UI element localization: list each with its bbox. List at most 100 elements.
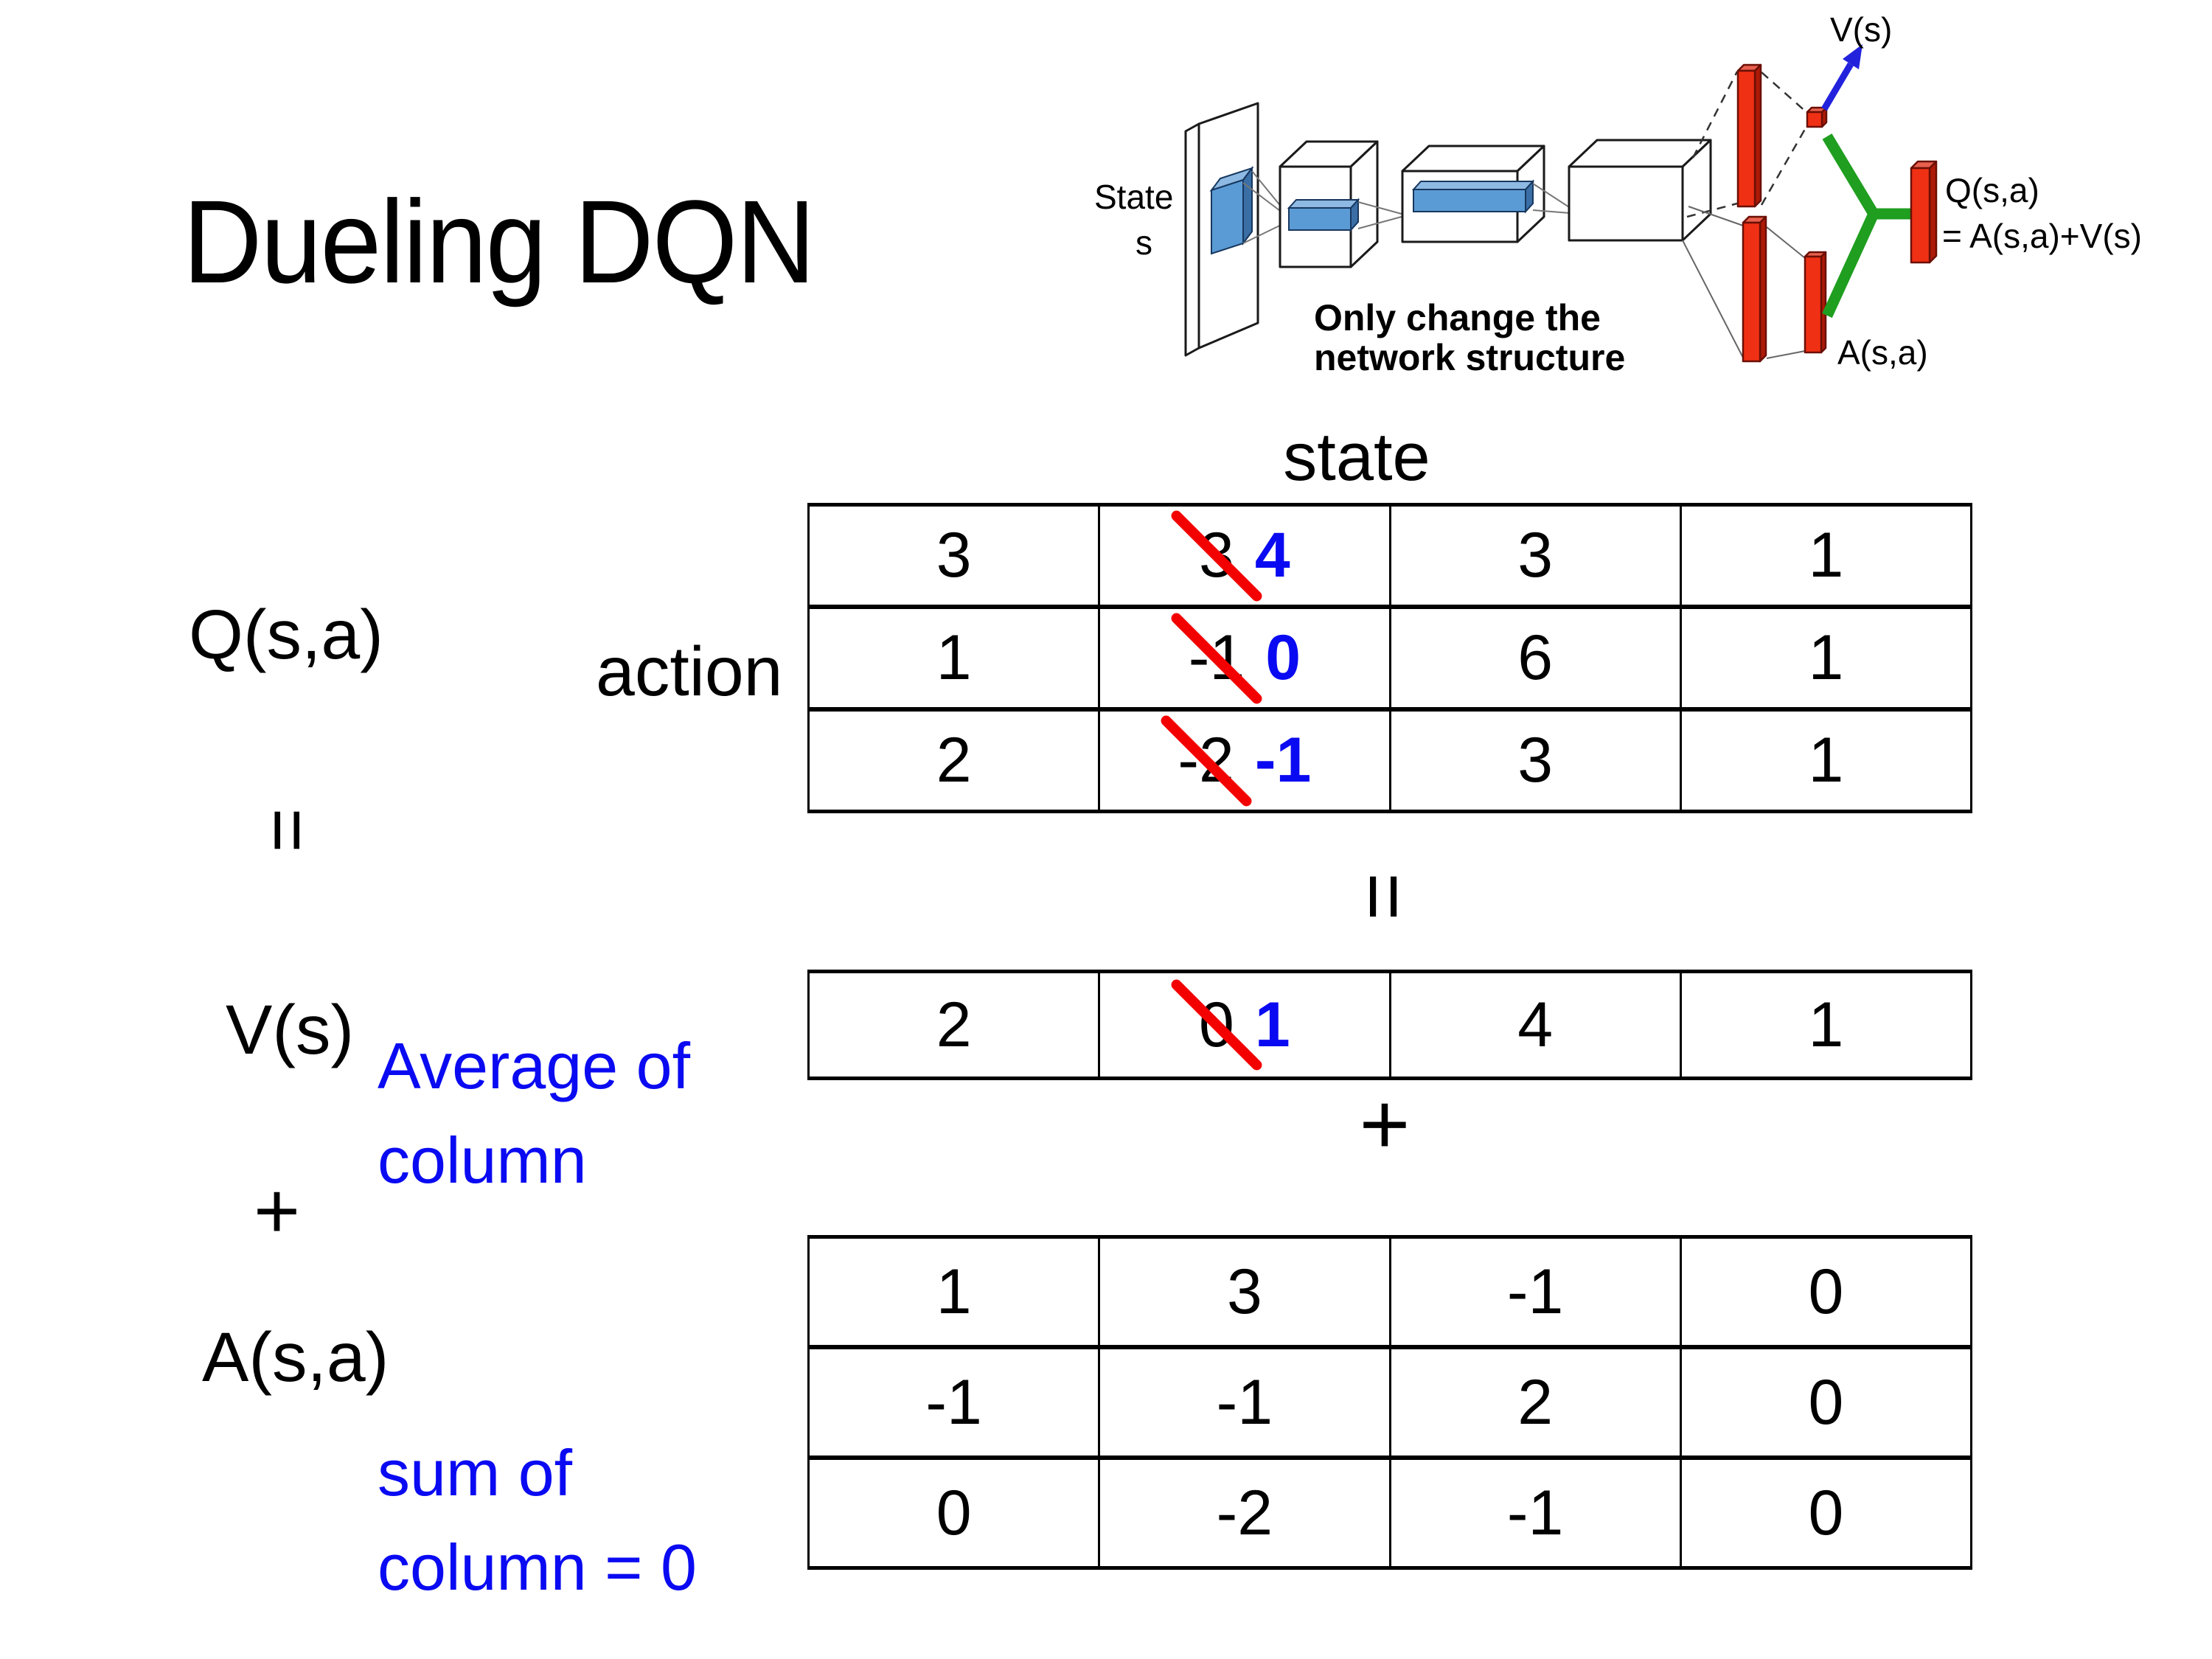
page-title: Dueling DQN (183, 175, 815, 307)
cell-value: 2 (1517, 1366, 1554, 1438)
cell-value: -1 (925, 1366, 982, 1438)
plus-sign-middle: + (1359, 1076, 1411, 1173)
table-cell: 0 (1682, 1239, 1970, 1345)
table-cell: 1 (810, 1239, 1101, 1345)
equals-sign-left: = (245, 807, 331, 853)
diagram-note-line2: network structure (1314, 337, 1625, 378)
table-cell: 1 (1682, 712, 1970, 810)
table-row: -1 -1 2 0 (810, 1349, 1970, 1460)
cell-value: 0 (1808, 1256, 1844, 1327)
cell-value: 3 (1517, 520, 1554, 591)
conv-cone-lines-2 (1357, 201, 1408, 229)
advantage-stream-lines (1682, 206, 1806, 359)
advantage-vector-bar (1804, 251, 1827, 354)
table-row: 0 -2 -1 0 (810, 1460, 1970, 1566)
table-cell: 3 (810, 507, 1101, 605)
aggregator-connector (1822, 133, 1911, 319)
table-cell: 4 (1391, 973, 1682, 1077)
cell-value: 1 (1808, 520, 1844, 591)
diagram-note-line1: Only change the (1314, 297, 1601, 338)
v-function-label: V(s) (226, 991, 355, 1069)
diagram-a-output-label: A(s,a) (1837, 333, 1928, 372)
value-hidden-bar (1736, 63, 1762, 208)
average-of-column-note: Average of column (378, 1029, 691, 1197)
table-cell: -1 0 (1100, 609, 1391, 707)
cell-value: 1 (936, 622, 972, 693)
input-frame-plane (1184, 102, 1259, 357)
table-row: 1 3 -1 0 (810, 1239, 1970, 1349)
table-cell: 3 (1391, 507, 1682, 605)
cell-value: 4 (1517, 989, 1554, 1060)
table-cell: -2 (1100, 1460, 1391, 1566)
diagram-q-output-label: Q(s,a) (1945, 171, 2039, 209)
new-value: 1 (1254, 989, 1290, 1060)
table-cell: -1 (810, 1349, 1101, 1455)
q-output-bar (1910, 160, 1938, 264)
cell-value: 3 (1226, 1256, 1262, 1327)
table-cell: 0 (1682, 1349, 1970, 1455)
table-cell: 1 (810, 609, 1101, 707)
table-cell: 3 (1100, 1239, 1391, 1345)
cell-value: 1 (1808, 989, 1844, 1060)
feature-slab-2 (1411, 179, 1535, 214)
value-stream-dashed-lines (1686, 71, 1809, 218)
cell-value: 2 (936, 989, 972, 1060)
table-cell: 1 (1682, 973, 1970, 1077)
feature-slab-1 (1287, 198, 1360, 232)
table-cell: 0 (1682, 1460, 1970, 1566)
cell-value: -2 (1216, 1477, 1273, 1548)
struck-value-wrap: -1 (1169, 611, 1265, 706)
old-value: -2 (1178, 725, 1234, 796)
old-value: -1 (1188, 622, 1245, 693)
table-cell: -1 (1100, 1349, 1391, 1455)
state-axis-label: state (1283, 420, 1430, 495)
cell-value: 0 (936, 1477, 972, 1548)
table-cell: 2 (810, 712, 1101, 810)
cell-value: -1 (1506, 1477, 1564, 1548)
table-cell: 1 (1682, 609, 1970, 707)
table-cell: 3 (1391, 712, 1682, 810)
advantage-hidden-bar (1742, 215, 1767, 363)
table-cell: 2 (810, 973, 1101, 1077)
table-cell: 2 (1391, 1349, 1682, 1455)
cell-value: 2 (936, 725, 972, 796)
conv-filter-icon (1209, 166, 1254, 255)
a-function-label: A(s,a) (202, 1318, 389, 1397)
value-scalar-box (1806, 106, 1828, 128)
table-cell: -1 (1391, 1460, 1682, 1566)
cell-value: 1 (1808, 725, 1844, 796)
diagram-state-s-label: s (1135, 223, 1152, 262)
diagram-q-formula-label: = A(s,a)+V(s) (1942, 217, 2142, 255)
cell-value: -1 (1506, 1256, 1564, 1327)
cell-value: 1 (936, 1256, 972, 1327)
table-cell: -1 (1391, 1239, 1682, 1345)
old-value: 3 (1199, 520, 1234, 591)
table-cell: 1 (1682, 507, 1970, 605)
value-output-arrow-icon (1821, 44, 1863, 111)
plus-sign-left: + (254, 1166, 301, 1255)
struck-value-wrap: 3 (1169, 508, 1265, 603)
struck-value-wrap: -2 (1158, 713, 1253, 808)
table-cell: 6 (1391, 609, 1682, 707)
advantage-table: 1 3 -1 0 -1 -1 2 0 0 -2 -1 0 (807, 1235, 1972, 1570)
fc-layer-box (1568, 139, 1712, 242)
cell-value: -1 (1216, 1366, 1273, 1438)
action-axis-label: action (596, 633, 783, 711)
struck-value-wrap: 0 (1169, 977, 1265, 1073)
old-value: 0 (1199, 989, 1234, 1060)
network-architecture-diagram: State s V(s) Q(s,a) = A(s,a)+V(s) A(s,a)… (1094, 10, 2142, 378)
new-value: 0 (1265, 622, 1301, 693)
new-value: 4 (1254, 520, 1290, 591)
diagram-v-output-label: V(s) (1830, 10, 1892, 49)
cell-value: 0 (1808, 1477, 1844, 1548)
table-cell: 0 (810, 1460, 1101, 1566)
